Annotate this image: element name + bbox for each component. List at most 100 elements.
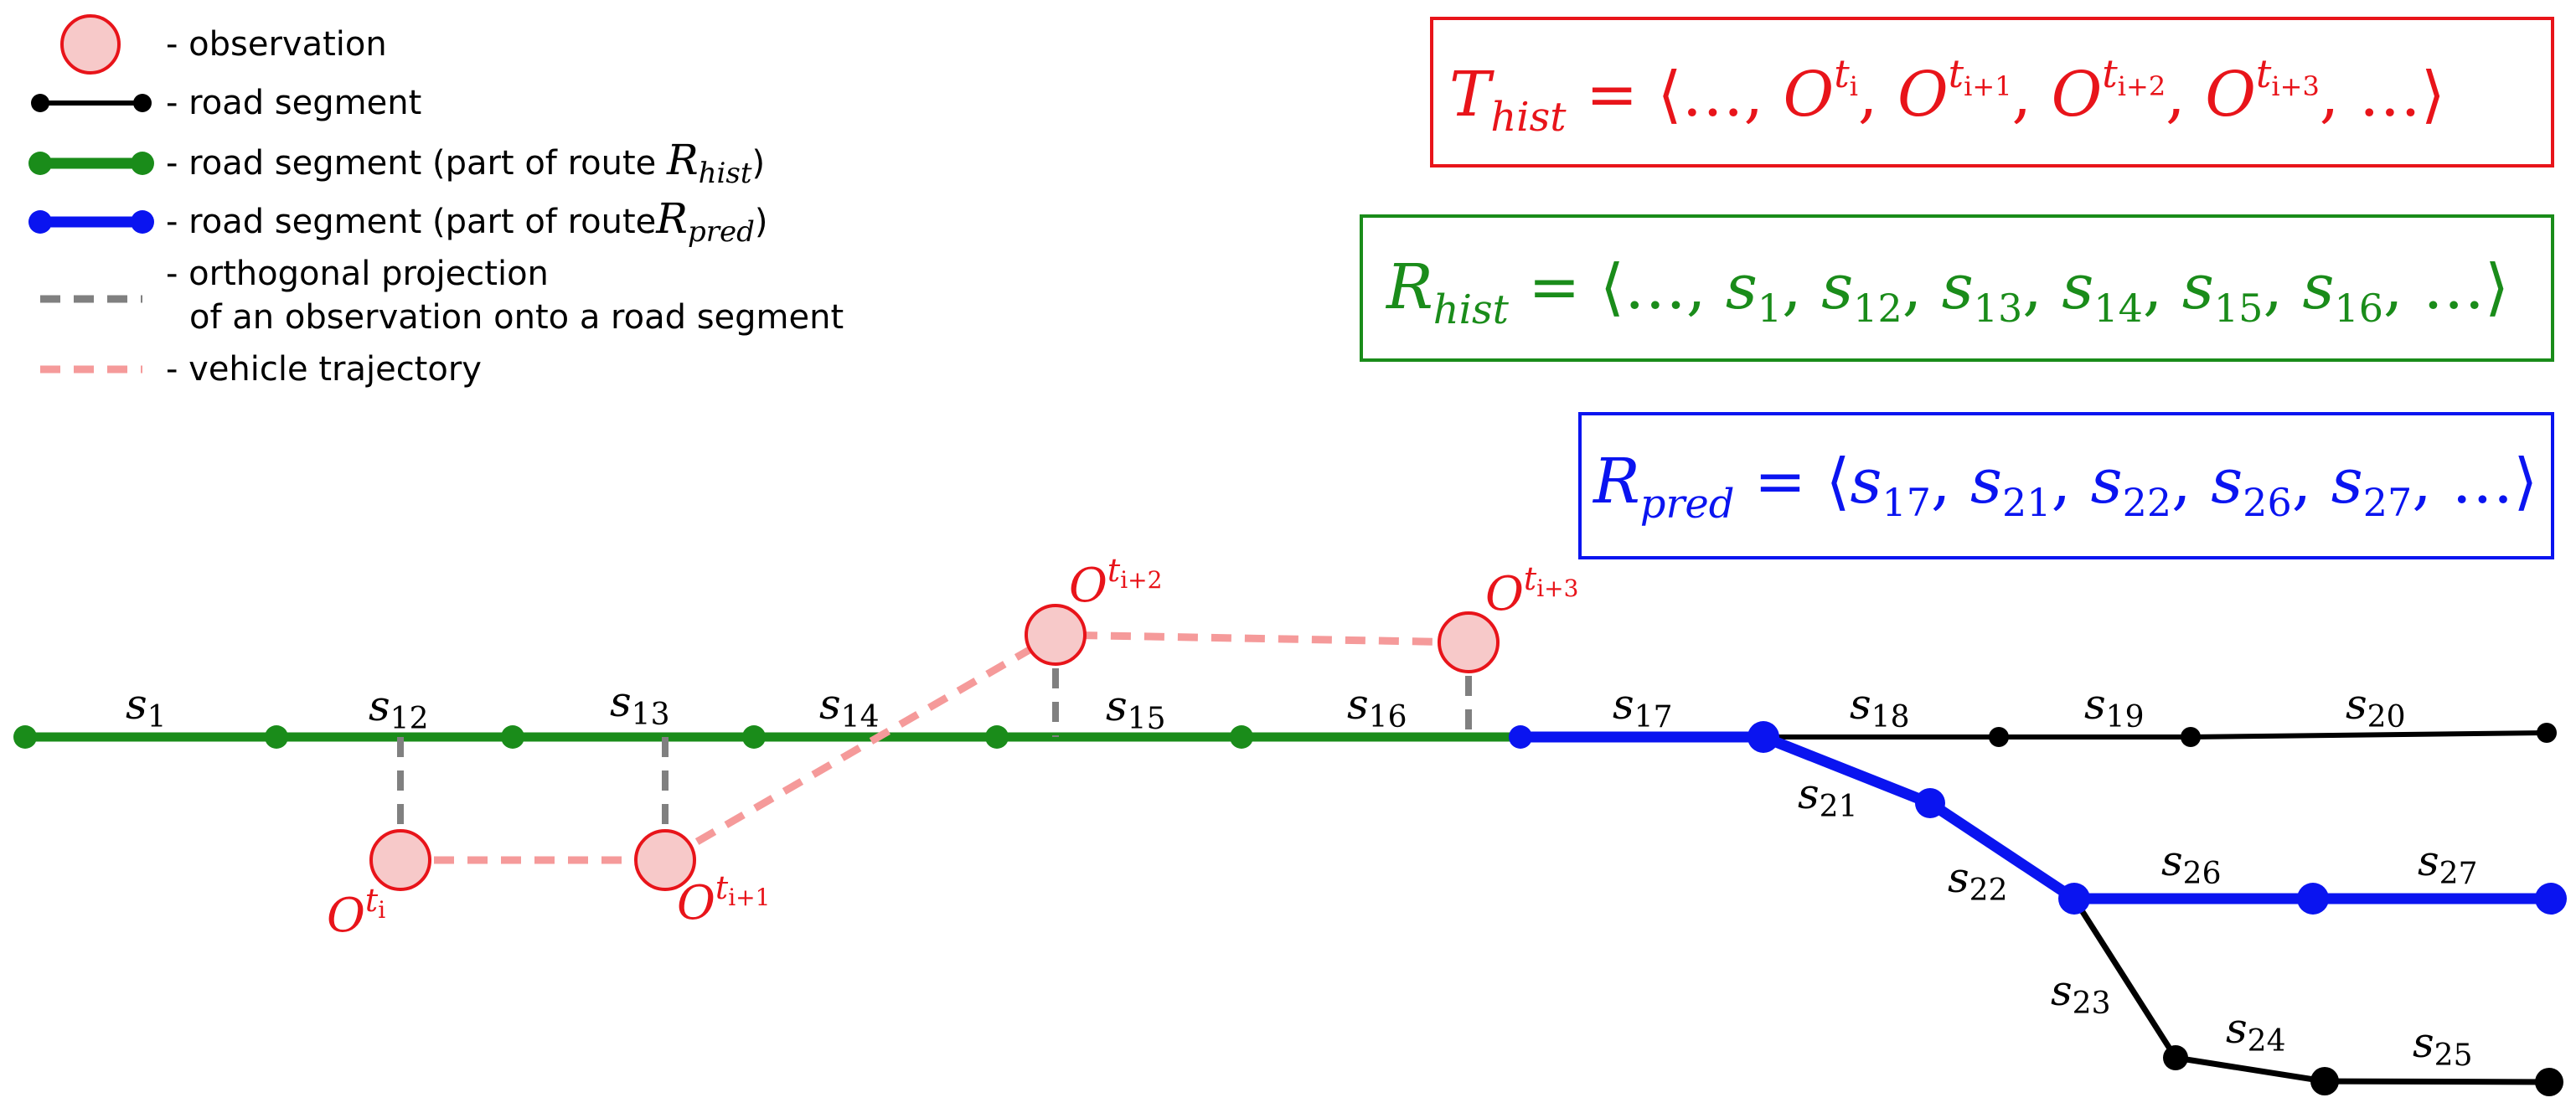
formula-term-sub: 21	[2002, 480, 2052, 525]
legend-pred-route-node-right	[131, 210, 154, 234]
formula-term-supsub: i	[1850, 70, 1858, 102]
segment-label-base: s	[1798, 770, 1820, 818]
observation-label-base: O	[327, 889, 365, 943]
formula-term-sup: t	[1949, 51, 1964, 96]
formula-term-sub: 26	[2243, 480, 2292, 525]
segment-label-base: s	[2161, 837, 2183, 885]
legend-hist-route: - road segment (part of route Rhist)	[28, 136, 765, 190]
segment-label-s21: s21	[1798, 770, 1857, 824]
formula-r-hist-frame	[1360, 214, 2554, 362]
formula-term-base: s	[1850, 446, 1882, 518]
segment-label-subscript: 15	[1128, 702, 1166, 736]
segment-label-base: s	[610, 678, 632, 726]
formula-term-base: s	[2211, 446, 2243, 518]
formula-comma: ,	[1931, 446, 1970, 518]
formula-r-pred-frame	[1578, 412, 2554, 559]
formula-comma: ,	[1782, 251, 1821, 323]
node-road	[1989, 727, 2009, 747]
segment-label-subscript: 16	[1369, 700, 1407, 734]
formula-term-supsub: i+3	[2271, 70, 2319, 102]
legend-hist-route-close: )	[752, 144, 766, 183]
legend-road-segment-node-right	[133, 94, 152, 112]
segment-label-base: s	[819, 680, 841, 729]
road-segment-s20	[2190, 730, 2548, 740]
observation-o1	[369, 829, 431, 891]
segment-label-s1: s1	[126, 680, 167, 734]
legend-hist-route-prefix: - road segment (part of route	[166, 144, 667, 183]
formula-close: , …⟩	[2383, 251, 2509, 323]
formula-term-base: s	[1942, 251, 1974, 323]
segment-label-subscript: 25	[2434, 1038, 2473, 1073]
segment-label-base: s	[2226, 1004, 2248, 1053]
road-network	[13, 721, 2567, 1096]
segment-label-s26: s26	[2161, 837, 2221, 891]
node-pred	[1747, 721, 1779, 753]
formula-term-sub: 14	[2093, 286, 2143, 331]
segment-label-subscript: 20	[2367, 700, 2406, 734]
observations	[369, 604, 1500, 891]
segment-label-subscript: 17	[1634, 700, 1673, 734]
observation-label-sup: t	[1107, 552, 1121, 589]
formula-term-sub: 27	[2363, 480, 2413, 525]
formula-term-base: s	[2091, 446, 2123, 518]
node-road	[2537, 723, 2557, 743]
formula-equals: = ⟨	[1509, 251, 1624, 323]
segment-label-base: s	[2051, 966, 2073, 1015]
segment-label-subscript: 24	[2248, 1024, 2286, 1059]
segment-label-s18: s18	[1850, 680, 1909, 734]
observation-label-supsub: i+1	[728, 884, 770, 911]
node-pred	[2297, 883, 2329, 915]
segment-label-base: s	[1347, 680, 1369, 729]
formula-close: , …⟩	[2320, 59, 2445, 131]
trajectory-line	[400, 631, 1469, 864]
observation-label-base: O	[1069, 559, 1107, 613]
orthogonal-projections	[397, 635, 1472, 860]
observation-label-o1: Oti	[327, 882, 385, 943]
node-hist	[13, 725, 37, 749]
formula-term-base: O	[1897, 59, 1949, 131]
legend-projection-label-line1: - orthogonal projection	[166, 255, 549, 293]
node-pred	[1915, 788, 1945, 818]
formula-ellipsis: …,	[1681, 59, 1783, 131]
segment-label-base: s	[1948, 853, 1969, 902]
legend-pred-route-close: )	[755, 203, 768, 241]
vehicle-trajectory	[400, 631, 1469, 864]
segment-label-base: s	[2084, 680, 2106, 729]
road-nodes	[13, 721, 2567, 1096]
legend-hist-route-sub: hist	[699, 157, 752, 190]
formula-equals: = ⟨	[1567, 59, 1682, 131]
segment-label-s25: s25	[2413, 1018, 2472, 1073]
formula-term-sub: 15	[2214, 286, 2264, 331]
node-road	[2181, 727, 2201, 747]
formula-term-sup: t	[2102, 51, 2118, 96]
node-road	[2310, 1067, 2339, 1095]
segment-label-s16: s16	[1347, 680, 1407, 734]
formula-term-sup: t	[1834, 51, 1850, 96]
formula-equals: = ⟨	[1735, 446, 1851, 518]
node-road	[2163, 1045, 2188, 1070]
formula-comma: ,	[2012, 59, 2052, 131]
node-pred	[1509, 725, 1532, 749]
formula-comma: ,	[1902, 251, 1942, 323]
formula-close: , …⟩	[2412, 446, 2537, 518]
formula-lhs-sub: hist	[1490, 94, 1567, 141]
formula-term-base: O	[2205, 59, 2256, 131]
formula-term-base: O	[2052, 59, 2103, 131]
legend-hist-route-node-right	[131, 152, 154, 175]
segment-label-s17: s17	[1613, 680, 1672, 734]
segment-label-base: s	[1106, 682, 1128, 730]
segment-label-base: s	[2413, 1018, 2434, 1067]
observation-label-base: O	[677, 876, 715, 930]
formula-t-hist: Thist = ⟨…, Oti, Oti+1, Oti+2, Oti+3, …⟩	[1449, 51, 2445, 141]
legend-trajectory: - vehicle trajectory	[40, 350, 482, 389]
formula-term-sub: 17	[1882, 480, 1931, 525]
formula-term-base: s	[2182, 251, 2214, 323]
observation-label-sup: t	[715, 869, 729, 906]
segment-label-s23: s23	[2051, 966, 2110, 1021]
observation-o4	[1438, 611, 1500, 673]
legend-pred-route-sub: pred	[688, 215, 755, 249]
segment-label-base: s	[1613, 680, 1634, 729]
legend-observation: - observation	[60, 14, 387, 75]
segment-label-subscript: 21	[1820, 790, 1858, 824]
